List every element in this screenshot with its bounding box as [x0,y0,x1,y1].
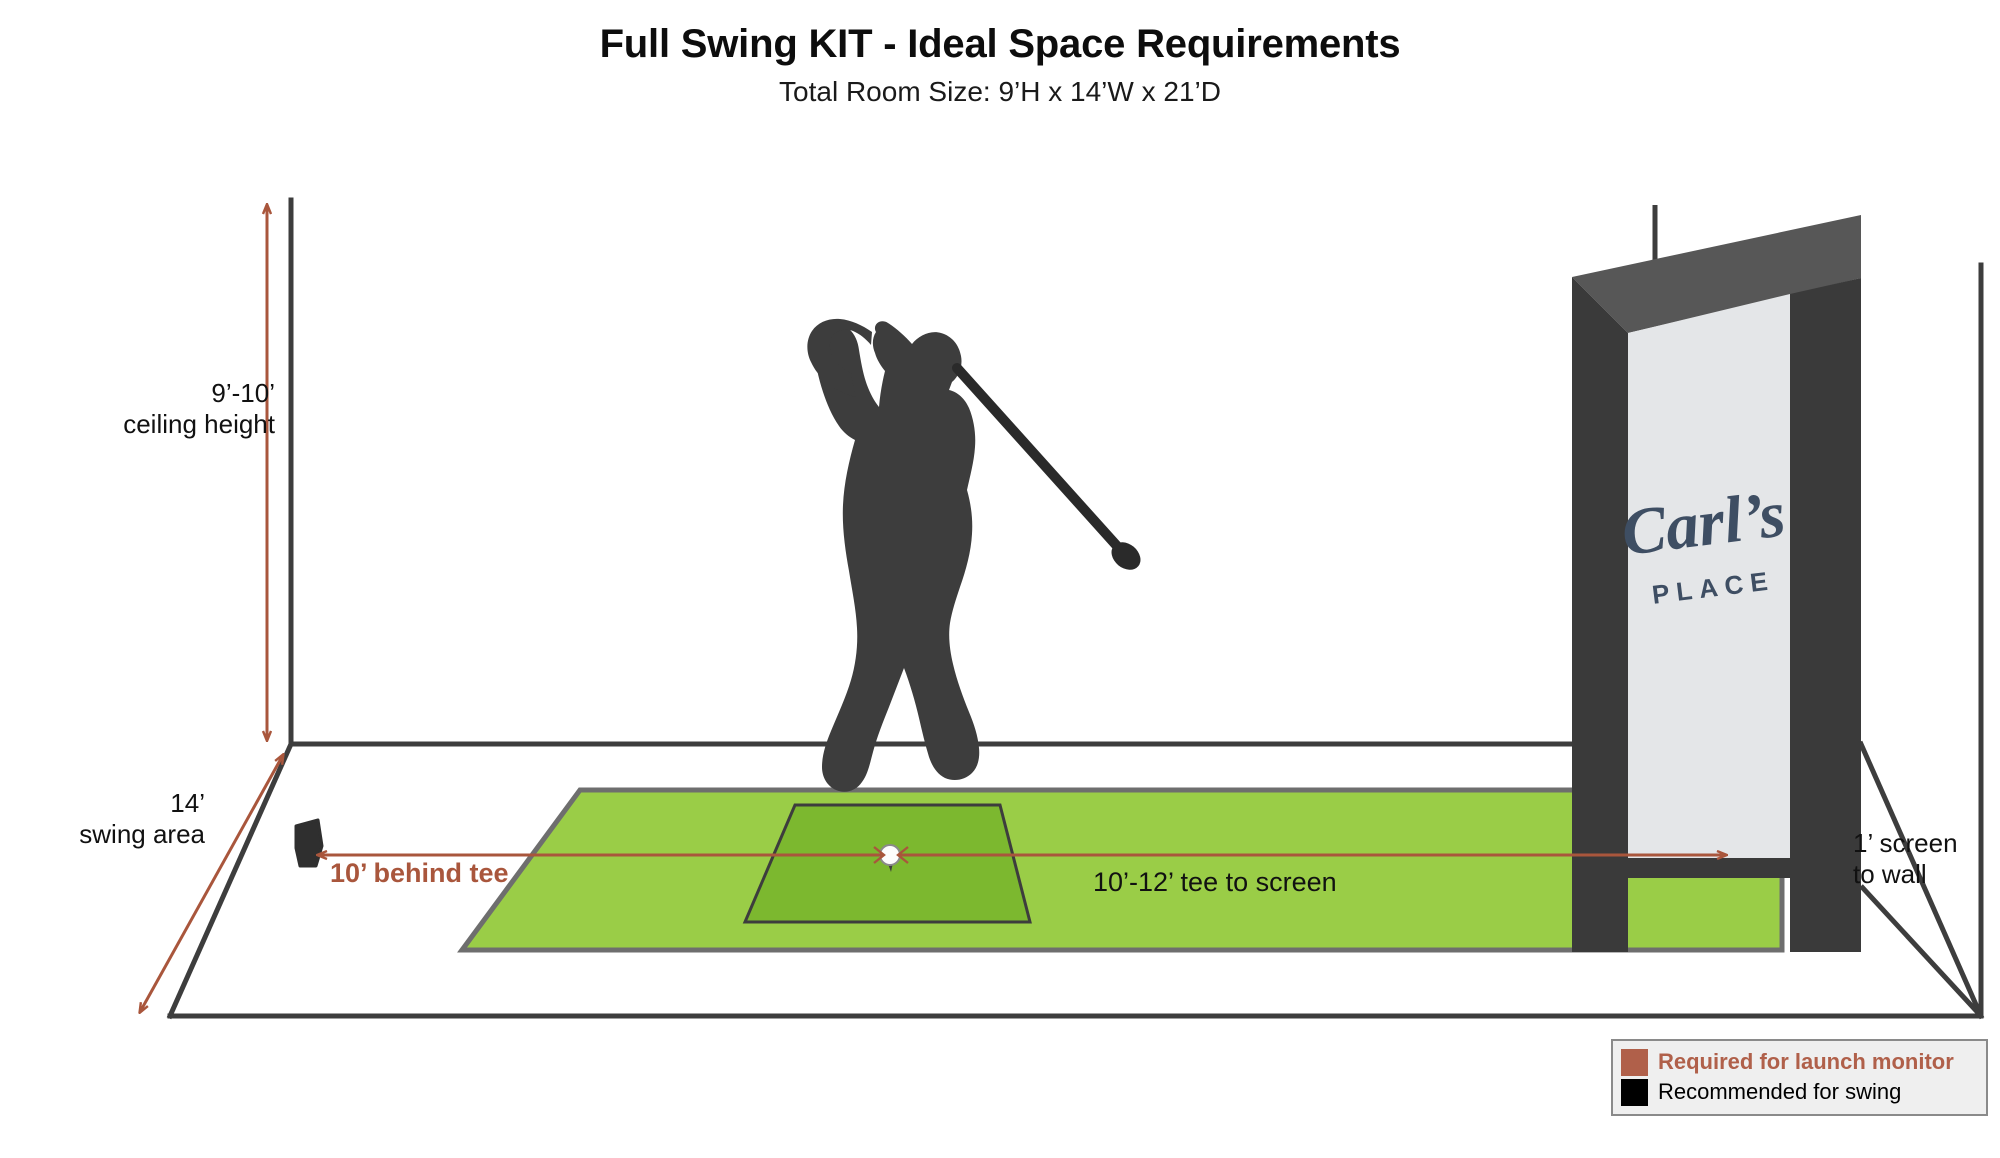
room-floor-right-diagonal [1857,740,1985,1020]
golfer-body [814,321,980,792]
label-ceiling-height: 9’-10’ ceiling height [123,378,275,440]
label-behind-tee: 10’ behind tee [330,858,509,888]
screen-base-shadow [1628,858,1790,878]
legend-swatch-recommended [1621,1078,1648,1106]
screen-right-frame [1790,278,1861,952]
projector-screen-assembly [1572,205,1861,952]
dimension-arrowhead-behind-tee-right [873,846,886,864]
label-screen-to-wall: 1’ screen to wall [1853,828,1958,890]
legend-swatch-required [1621,1048,1648,1076]
legend-label-required: Required for launch monitor [1658,1049,1954,1074]
legend-label-recommended: Recommended for swing [1658,1079,1902,1104]
screen-top-bevel [1572,215,1861,333]
screen-left-frame [1572,277,1628,952]
launch-monitor-device [294,818,324,868]
golfer-silhouette [807,318,1141,792]
legend: Required for launch monitor Recommended … [1611,1039,1988,1116]
screen-surface [1628,294,1790,858]
legend-item-recommended: Recommended for swing [1621,1077,1978,1107]
label-tee-to-screen: 10’-12’ tee to screen [1093,867,1337,897]
page-subtitle: Total Room Size: 9’H x 14’W x 21’D [779,76,1221,107]
page-title: Full Swing KIT - Ideal Space Requirement… [599,22,1401,66]
golfer-club-shaft [952,363,1122,551]
golfer-arms [807,318,872,397]
title-block: Full Swing KIT - Ideal Space Requirement… [0,22,2000,110]
room-floor-left-diagonal [166,740,295,1020]
dimension-arrow-swing-area [140,755,283,1012]
right-wall-floor-diagonal [1859,884,1983,1018]
label-swing-area: 14’ swing area [79,788,205,850]
golfer-club-head [1111,542,1141,570]
dimension-arrowhead-tee-to-screen-left [896,846,909,864]
legend-item-required: Required for launch monitor [1621,1047,1978,1077]
